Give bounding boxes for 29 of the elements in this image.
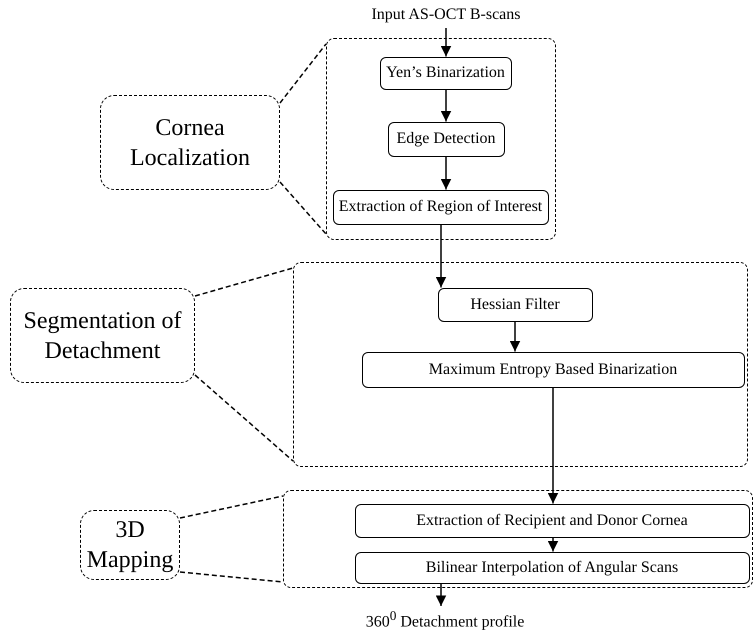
process-box: Yen’s Binarization	[380, 56, 512, 90]
process-box: Extraction of Region of Interest	[332, 190, 548, 224]
leader-line	[194, 267, 294, 297]
arrow	[548, 538, 558, 552]
stage-label-box: Segmentation of Detachment	[10, 288, 195, 383]
stage-label-box: Cornea Localization	[100, 95, 280, 190]
arrow	[548, 388, 558, 504]
process-box: Bilinear Interpolation of Angular Scans	[354, 552, 750, 584]
leader-line	[279, 44, 327, 104]
arrow	[436, 584, 446, 606]
arrow	[440, 28, 452, 56]
dashed-group-box	[326, 38, 556, 240]
process-box: Edge Detection	[388, 122, 504, 156]
flow-text: Input AS-OCT B-scans	[346, 2, 546, 28]
stage-label-box: 3D Mapping	[80, 510, 180, 580]
leader-line	[279, 182, 327, 234]
arrow	[440, 90, 452, 122]
dashed-group-box	[293, 262, 748, 467]
arrow	[436, 224, 446, 288]
leader-line	[194, 374, 294, 462]
arrow	[440, 156, 452, 190]
arrow	[510, 322, 520, 352]
process-box: Hessian Filter	[438, 288, 592, 322]
process-box: Maximum Entropy Based Binarization	[362, 352, 744, 388]
process-box: Extraction of Recipient and Donor Cornea	[354, 504, 750, 538]
dashed-group-box	[283, 490, 753, 588]
leader-line	[180, 571, 284, 583]
flow-text: 360$^{0}$ Detachment profile	[330, 606, 560, 634]
leader-line	[180, 495, 284, 519]
